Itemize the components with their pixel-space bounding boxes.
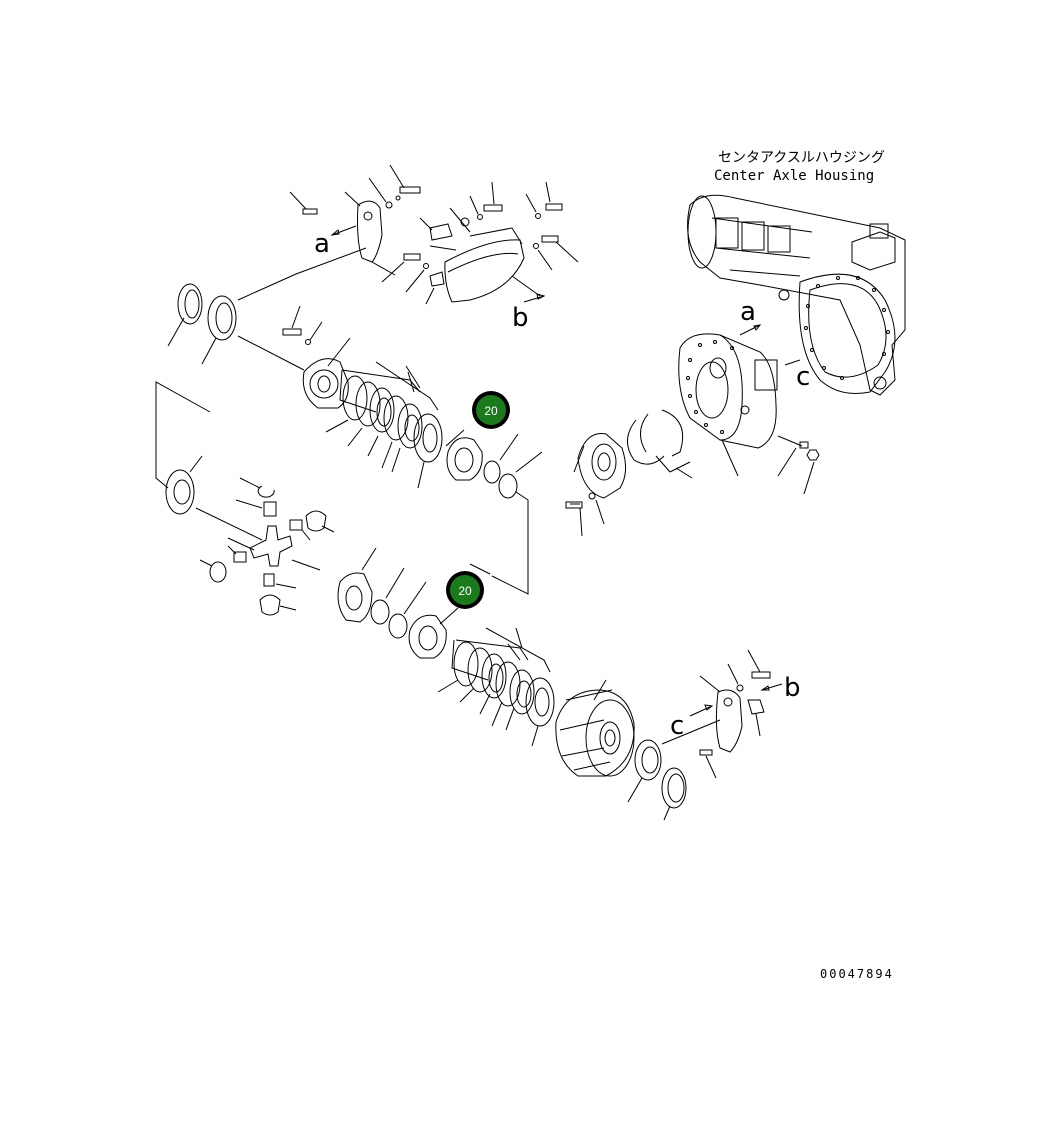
callout-20-upper[interactable]: 20: [472, 391, 510, 429]
center-axle-housing: センタアクスルハウジング Center Axle Housing: [678, 150, 906, 495]
disc-set: [342, 375, 443, 463]
ref-letter-a-housing: a: [740, 297, 756, 327]
lower-disc-pack: [337, 547, 555, 747]
ref-letter-b-cover: b: [512, 303, 529, 333]
ref-letter-c-housing: c: [796, 362, 810, 392]
housing-label-en: Center Axle Housing: [714, 168, 874, 184]
ref-letter-c-cap: c: [670, 711, 684, 741]
ref-letter-b-cap: b: [784, 673, 801, 703]
callout-20-lower[interactable]: 20: [446, 571, 484, 609]
diff-case-group: c b: [555, 649, 801, 821]
ref-letter-a-cap: a: [314, 229, 330, 259]
upper-cover-group: a: [289, 164, 579, 333]
callout-20-upper-number: 20: [484, 404, 498, 418]
group-bracket-left: [155, 381, 211, 489]
housing-label-jp: センタアクスルハウジング: [718, 150, 885, 166]
group-bracket-right: [491, 491, 529, 595]
upper-disc-pack: [325, 361, 543, 499]
differential-gear-group: [165, 455, 335, 616]
callout-20-lower-number: 20: [458, 584, 472, 598]
middle-right-group: [565, 409, 693, 537]
drawing-code: 00047894: [820, 967, 894, 981]
left-bearing-group: [167, 273, 351, 409]
